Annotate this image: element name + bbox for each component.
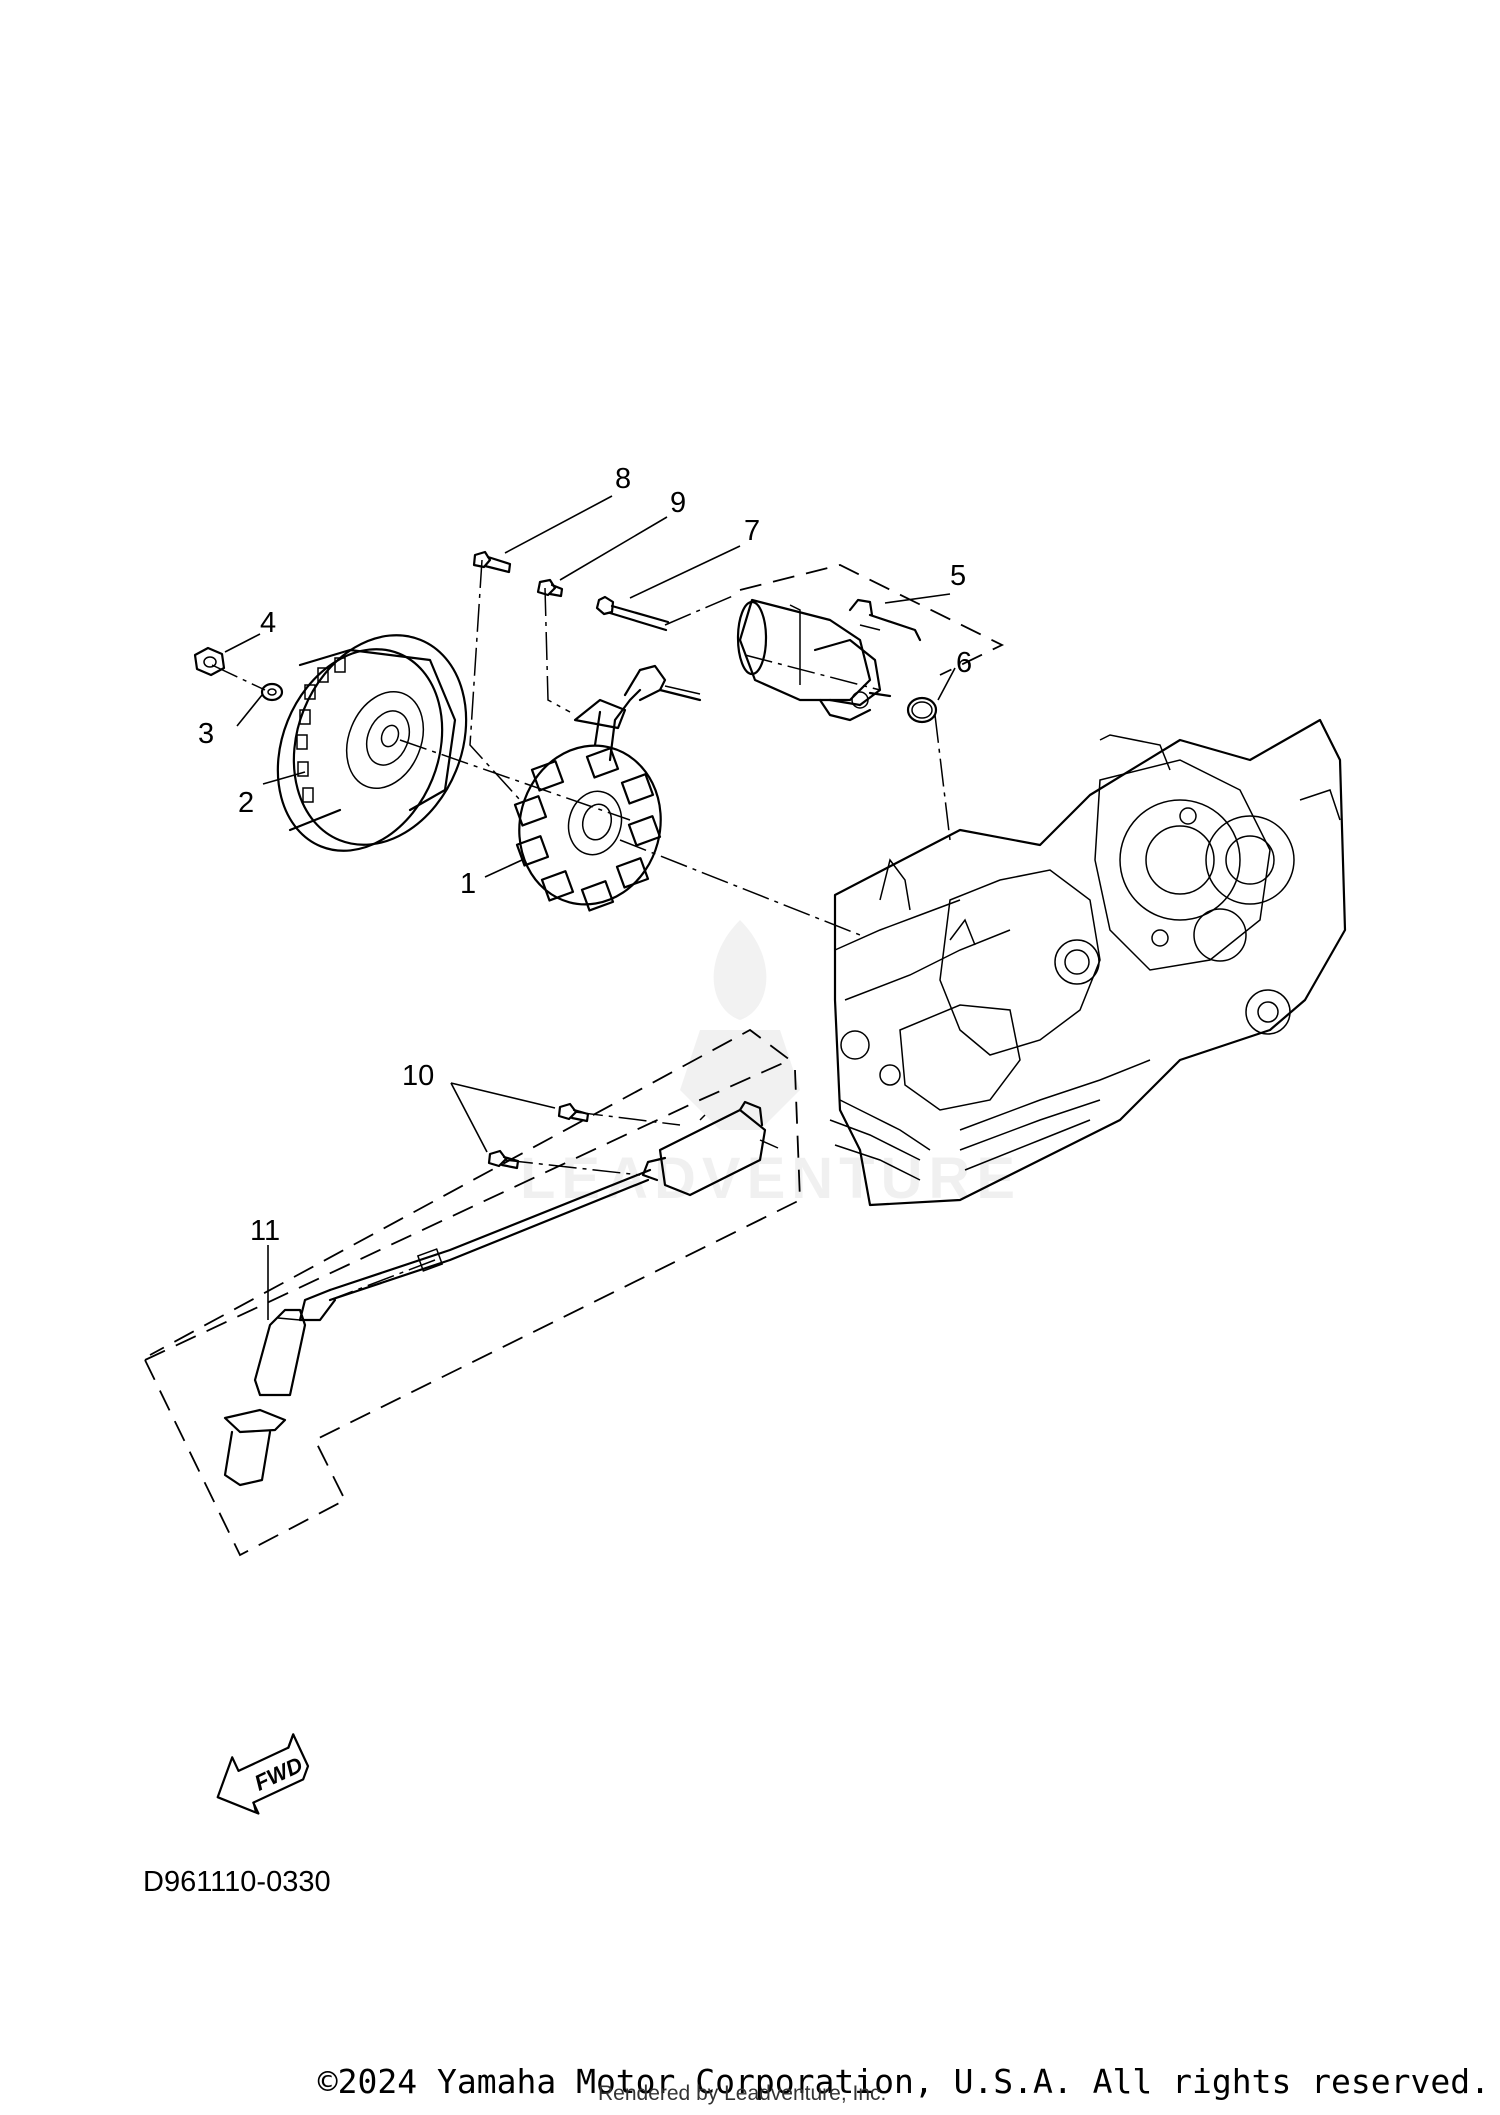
crankcase xyxy=(829,718,1347,1207)
callout-6: 6 xyxy=(956,647,972,679)
nut-4 xyxy=(193,646,226,677)
copyright-notice: ©2024 Yamaha Motor Corporation, U.S.A. A… xyxy=(317,2062,1490,2101)
assembly-box xyxy=(144,1028,801,1557)
callout-labels: 1 2 3 4 5 6 7 8 9 10 11 xyxy=(198,463,972,1247)
callout-10: 10 xyxy=(402,1060,434,1092)
fwd-arrow-icon: FWD xyxy=(216,1733,310,1815)
leader-lines xyxy=(211,495,956,1320)
callout-11: 11 xyxy=(250,1215,280,1247)
callout-4: 4 xyxy=(260,607,276,639)
spark-plug-cap xyxy=(223,1308,307,1487)
callout-7: 7 xyxy=(744,515,760,547)
callout-5: 5 xyxy=(950,560,966,592)
bolt-9 xyxy=(536,578,564,598)
o-ring xyxy=(906,696,938,724)
rendered-by-credit: Rendered by Leadventure, Inc. xyxy=(598,2082,887,2105)
starter-motor xyxy=(736,598,922,722)
watermark-logo xyxy=(680,920,800,1130)
callout-9: 9 xyxy=(670,487,686,519)
fwd-label: FWD xyxy=(251,1752,307,1796)
washer-3 xyxy=(260,682,284,702)
watermark-text: LEADVENTURE xyxy=(520,1146,1022,1211)
bolt-7 xyxy=(595,595,670,632)
figure-code: D961110-0330 xyxy=(143,1866,331,1898)
callout-8: 8 xyxy=(615,463,631,495)
callout-2: 2 xyxy=(238,787,254,819)
ignition-coil xyxy=(641,1100,779,1197)
stator-coil xyxy=(513,664,702,912)
bolt-10 xyxy=(487,1102,590,1170)
callout-1: 1 xyxy=(460,868,476,900)
bracket-5 xyxy=(739,564,1005,676)
bolt-8 xyxy=(472,550,512,574)
flywheel-rotor xyxy=(276,634,468,852)
callout-3: 3 xyxy=(198,718,214,750)
